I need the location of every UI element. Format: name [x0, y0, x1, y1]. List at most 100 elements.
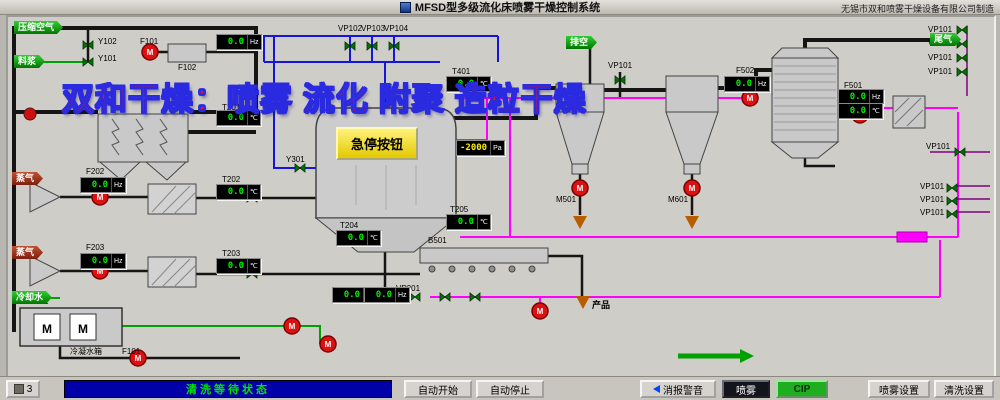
window-title: MFSD型多级流化床喷雾干燥控制系统	[414, 2, 601, 14]
feed-filter	[167, 43, 207, 63]
bag-filter	[97, 113, 189, 181]
spray-button[interactable]: 喷雾	[722, 380, 770, 398]
svg-text:M: M	[747, 94, 754, 103]
display-t202: 0.0℃	[216, 184, 261, 200]
pump-icon[interactable]: M	[283, 317, 301, 335]
watermark-text: 双和干燥：喷雾 流化 附聚 造粒干燥	[61, 80, 587, 117]
green-arrowhead-icon	[740, 349, 754, 363]
svg-text:M: M	[97, 267, 104, 276]
label-b501: B501	[428, 236, 447, 245]
heat-exchanger-2	[147, 256, 197, 288]
emergency-stop-button[interactable]: 急停按钮	[336, 127, 419, 160]
tag-cooling-water: 冷却水	[12, 291, 52, 304]
title-bar: MFSD型多级流化床喷雾干燥控制系统 无锡市双和喷雾干燥设备有限公司制造	[0, 0, 1000, 15]
display-t201: 0.0℃	[216, 110, 261, 126]
auto-start-button[interactable]: 自动开始	[404, 380, 472, 398]
clean-settings-button[interactable]: 清洗设置	[934, 380, 994, 398]
system-button-label: 3	[26, 383, 33, 395]
pump-icon[interactable]: M	[531, 302, 549, 320]
mute-alarm-button[interactable]: 消报警音	[640, 380, 716, 398]
motor-label: M	[42, 322, 52, 336]
condenser	[770, 47, 840, 159]
label-t203: T203	[222, 249, 241, 258]
label-vp101-top: VP101	[608, 61, 633, 70]
label-f502: F502	[736, 66, 755, 75]
label-t202: T202	[222, 175, 241, 184]
label-t401: T401	[452, 67, 471, 76]
label-y101: Y101	[98, 54, 117, 63]
pump-icon[interactable]: M	[741, 89, 759, 107]
tag-tail-gas: 尾气	[930, 33, 961, 46]
tag-steam-2: 蒸气	[12, 246, 43, 259]
cip-button[interactable]: CIP	[776, 380, 828, 398]
svg-text:M: M	[577, 184, 584, 193]
pump-icon[interactable]: M	[683, 179, 701, 197]
system-icon	[13, 384, 24, 394]
auto-stop-button[interactable]: 自动停止	[476, 380, 544, 398]
pump-icon[interactable]: M	[91, 188, 109, 206]
manufacturer-text: 无锡市双和喷雾干燥设备有限公司制造	[840, 4, 994, 14]
display-t205: 0.0℃	[446, 214, 491, 230]
svg-text:M: M	[289, 322, 296, 331]
system-button[interactable]: 3	[6, 380, 40, 398]
label-condensate-tank: 冷凝水箱	[70, 347, 102, 356]
label-vp101-r1: VP101	[928, 25, 953, 34]
label-f501: F501	[844, 81, 863, 90]
pump-icon[interactable]: M	[129, 349, 147, 367]
exhaust-filter	[892, 95, 926, 129]
label-vp102: VP102	[338, 24, 363, 33]
status-text: 清洗等待状态	[186, 384, 270, 396]
spray-settings-button[interactable]: 喷雾设置	[868, 380, 930, 398]
fluid-bed	[419, 247, 549, 273]
tag-slurry: 料浆	[14, 55, 45, 68]
svg-text:M: M	[325, 340, 332, 349]
label-f203: F203	[86, 243, 105, 252]
label-product: 产品	[592, 300, 611, 310]
label-vp101-r3: VP101	[928, 53, 953, 62]
status-bar: 清洗等待状态	[64, 380, 392, 398]
label-t205: T205	[450, 205, 469, 214]
pump-icon[interactable]: M	[141, 43, 159, 61]
product-arrow-icons	[573, 216, 699, 309]
cyclone-2	[665, 75, 719, 175]
label-y102: Y102	[98, 37, 117, 46]
svg-text:M: M	[537, 307, 544, 316]
label-y301: Y301	[286, 155, 305, 164]
label-f101-top: F101	[140, 37, 159, 46]
display-t203: 0.0℃	[216, 258, 261, 274]
svg-text:M: M	[97, 193, 104, 202]
label-f102: F102	[178, 63, 197, 72]
app-icon	[399, 1, 411, 13]
tag-vent: 排空	[566, 36, 597, 49]
label-vp104: VP104	[384, 24, 409, 33]
label-vp101-l1: VP101	[920, 182, 945, 191]
label-f202: F202	[86, 167, 105, 176]
tag-compressed-air: 压缩空气	[14, 21, 63, 34]
tag-steam-1: 蒸气	[12, 172, 43, 185]
label-vp101-l2: VP101	[920, 195, 945, 204]
heat-exchanger-1	[147, 183, 197, 215]
svg-text:M: M	[147, 48, 154, 57]
pipe-label-box	[896, 231, 928, 243]
label-vp101-mid: VP101	[926, 142, 951, 151]
label-f101-bottom: F101	[122, 347, 141, 356]
condensate-unit: M M	[19, 307, 123, 347]
sensor-dot-icon	[23, 107, 37, 121]
pump-icon[interactable]: M	[319, 335, 337, 353]
label-m601: M601	[668, 195, 689, 204]
svg-text:M: M	[135, 354, 142, 363]
mute-alarm-label: 消报警音	[663, 385, 703, 397]
label-vp101-l3: VP101	[920, 208, 945, 217]
display-cond-temp: 0.0℃	[838, 103, 883, 119]
label-m501: M501	[556, 195, 577, 204]
intake-funnel-2	[29, 255, 62, 287]
pump-icon[interactable]: M	[571, 179, 589, 197]
